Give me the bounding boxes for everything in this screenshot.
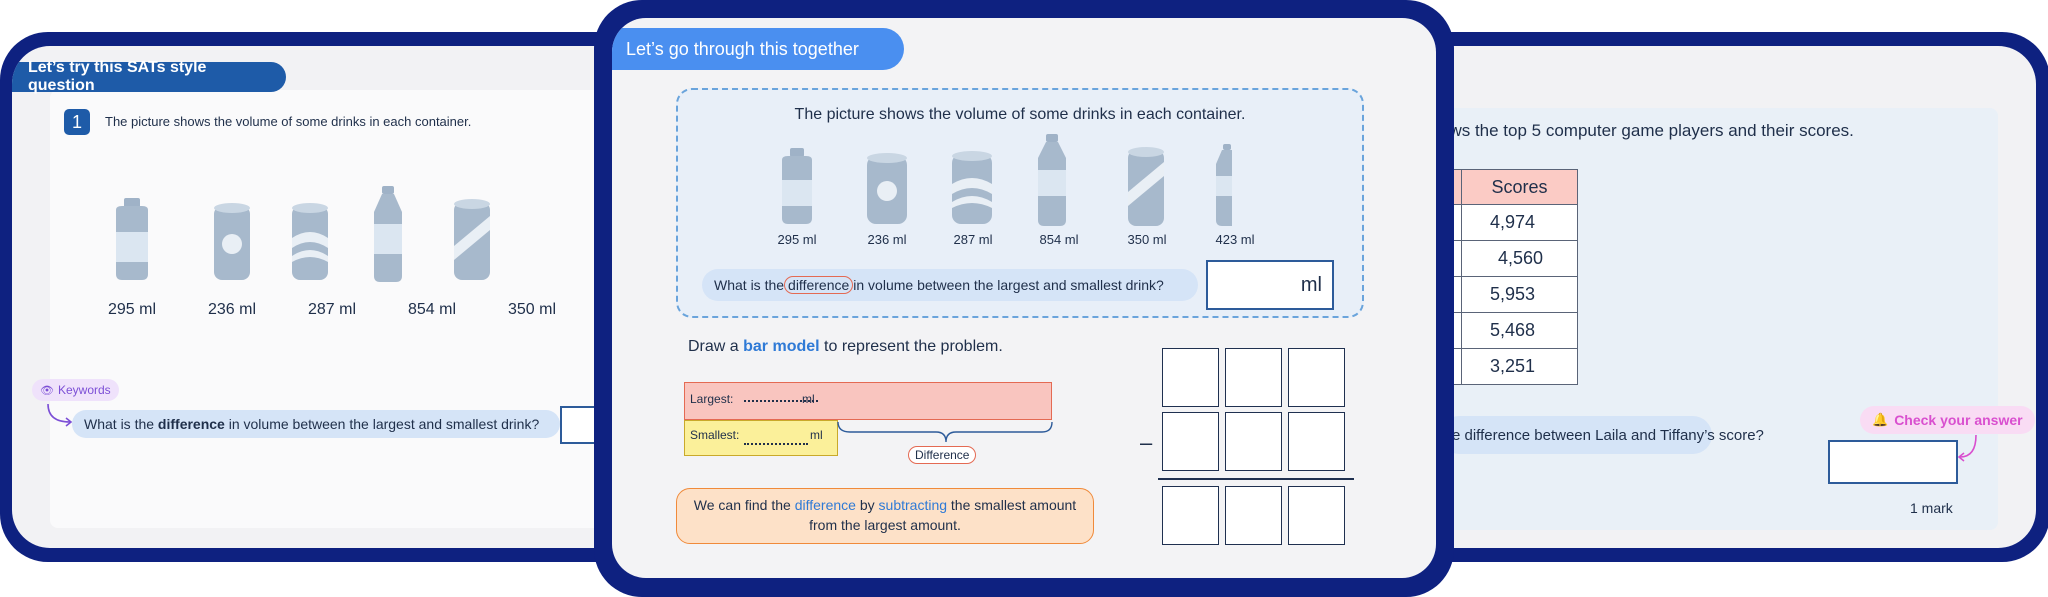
answer-unit: ml — [1300, 274, 1322, 296]
left-content-card — [50, 90, 652, 528]
keywords-button[interactable]: 👁 Keywords — [32, 379, 119, 401]
can-icon — [454, 199, 490, 280]
hint-box: We can find the difference by subtractin… — [676, 488, 1094, 544]
score-cell: 5,468 — [1461, 312, 1578, 349]
check-answer-button[interactable]: 🔔 Check your answer — [1860, 406, 2035, 434]
brace-icon — [837, 421, 1053, 443]
hint-part: the smallest amount — [947, 497, 1077, 513]
volume-label: 236 ml — [207, 301, 257, 318]
question-pill: What is the difference in volume between… — [72, 410, 560, 438]
left-slide-frame: Let’s try this SATs style question 1 The… — [0, 32, 652, 562]
bottle-icon — [374, 186, 402, 282]
score-cell: 5,953 — [1461, 276, 1578, 313]
center-slide-title: Let’s go through this together — [612, 28, 904, 70]
right-answer-input[interactable] — [1828, 440, 1958, 484]
bottle-icon — [1038, 134, 1066, 226]
question-number-badge: 1 — [64, 109, 90, 135]
right-intro-text: ows the top 5 computer game players and … — [1440, 121, 1854, 140]
minus-sign: – — [1140, 430, 1153, 455]
keywords-label: Keywords — [57, 383, 111, 397]
volume-label: 854 ml — [1039, 232, 1079, 247]
digit-box[interactable] — [1288, 486, 1345, 545]
smallest-dots — [744, 443, 808, 445]
mark-label: 1 mark — [1910, 500, 1953, 516]
score-cell: 4,974 — [1461, 204, 1578, 241]
bar-model-instruction: Draw a bar model to represent the proble… — [688, 338, 1003, 356]
volume-label: 854 ml — [407, 301, 457, 318]
question-text-part: in volume between the largest and smalle… — [228, 416, 540, 432]
can-icon — [1128, 147, 1164, 226]
hint-part: from the largest amount. — [809, 517, 961, 533]
can-icon — [214, 203, 250, 280]
digit-box[interactable] — [1288, 348, 1345, 407]
volume-label: 295 ml — [107, 301, 157, 318]
instruction-part: to represent the problem. — [819, 338, 1003, 355]
volume-label: 287 ml — [307, 301, 357, 318]
bottle-icon — [1216, 144, 1232, 226]
center-question-pill: What is the difference in volume between… — [702, 269, 1198, 301]
digit-box[interactable] — [1225, 348, 1282, 407]
difference-label: Difference — [908, 446, 977, 464]
smallest-bar — [684, 420, 838, 456]
question-text-part: in volume between the largest and smalle… — [853, 277, 1164, 293]
scores-header: Scores — [1461, 169, 1578, 205]
question-text-part: What is the — [714, 277, 785, 293]
arrow-icon — [47, 403, 73, 427]
bottle-icon — [782, 148, 812, 224]
can-icon — [867, 153, 907, 224]
center-answer-input[interactable]: ml — [1206, 260, 1334, 310]
digit-box[interactable] — [1225, 412, 1282, 471]
digit-box[interactable] — [1162, 486, 1219, 545]
largest-unit: ml — [802, 392, 815, 406]
subtracting-keyword: subtracting — [878, 497, 948, 513]
instruction-part: Draw a — [688, 338, 744, 355]
hint-part: We can find the — [693, 497, 795, 513]
question-text: The picture shows the volume of some dri… — [105, 114, 472, 129]
digit-box[interactable] — [1288, 412, 1345, 471]
center-slide-frame: Let’s go through this together The pictu… — [594, 0, 1454, 597]
check-answer-label: Check your answer — [1894, 412, 2023, 428]
digit-box[interactable] — [1162, 412, 1219, 471]
difference-keyword: difference — [784, 276, 854, 294]
keyword-difference: difference — [157, 416, 225, 432]
volume-label: 350 ml — [507, 301, 557, 318]
smallest-unit: ml — [810, 428, 823, 442]
drinks-illustration — [116, 186, 490, 282]
right-slide-frame: ows the top 5 computer game players and … — [1350, 32, 2048, 562]
center-intro-text: The picture shows the volume of some dri… — [794, 106, 1246, 123]
difference-keyword: difference — [794, 497, 856, 513]
volume-label: 295 ml — [777, 232, 817, 247]
left-slide-title: Let’s try this SATs style question — [12, 59, 286, 94]
smallest-label: Smallest: — [690, 428, 740, 442]
volume-label: 350 ml — [1127, 232, 1167, 247]
question-text-part: What is the — [84, 416, 155, 432]
score-cell: 4,560 — [1461, 240, 1578, 277]
bell-icon: 🔔 — [1872, 412, 1889, 427]
volume-label: 287 ml — [953, 232, 993, 247]
right-question-pill: e difference between Laila and Tiffany’s… — [1440, 416, 1764, 454]
volume-label: 423 ml — [1215, 232, 1255, 247]
bar-model-keyword: bar model — [743, 338, 820, 355]
largest-label: Largest: — [690, 392, 734, 406]
largest-dots — [744, 400, 818, 402]
left-slide-panel: Let’s try this SATs style question 1 The… — [12, 46, 652, 548]
center-drinks-illustration — [782, 134, 1232, 226]
right-slide-panel: ows the top 5 computer game players and … — [1350, 46, 2036, 548]
can-icon — [952, 151, 992, 224]
hint-part: by — [855, 497, 879, 513]
largest-bar — [684, 382, 1052, 420]
score-cell: 3,251 — [1461, 348, 1578, 385]
arrow-icon — [1957, 434, 1977, 462]
digit-box[interactable] — [1225, 486, 1282, 545]
sum-line — [1158, 478, 1354, 480]
digit-box[interactable] — [1162, 348, 1219, 407]
volume-label: 236 ml — [867, 232, 907, 247]
eye-icon: 👁 — [40, 384, 54, 397]
bottle-icon — [116, 198, 148, 280]
center-slide-panel: Let’s go through this together The pictu… — [612, 18, 1436, 578]
can-icon — [292, 203, 328, 280]
